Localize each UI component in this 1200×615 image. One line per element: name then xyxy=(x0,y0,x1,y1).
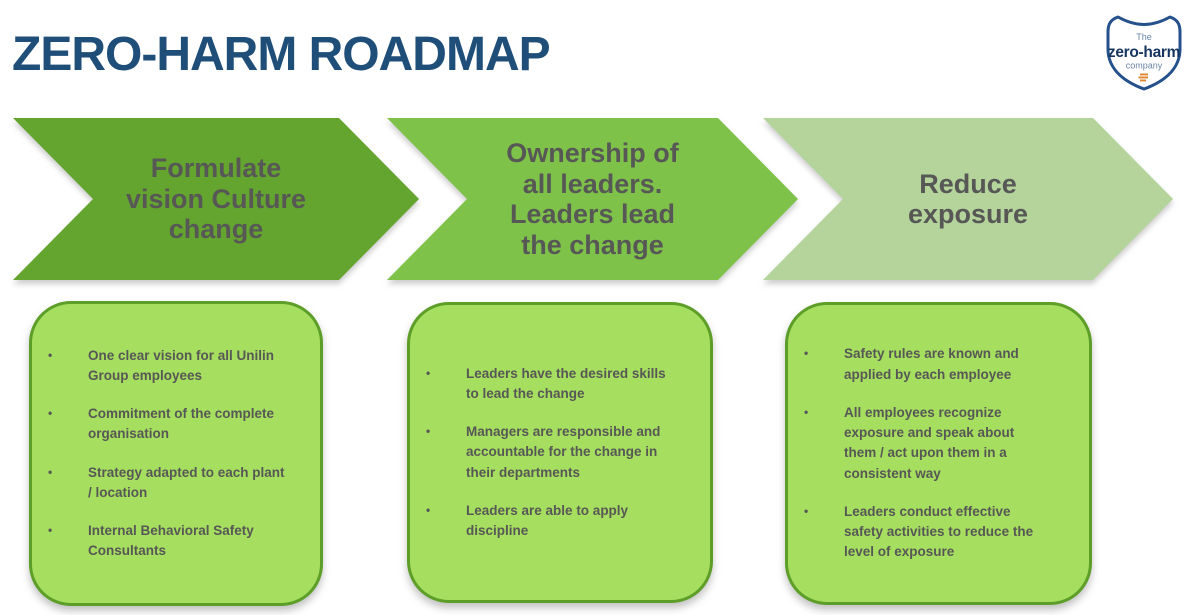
bullet-item: • Commitment of the complete organisation xyxy=(44,404,316,445)
bullet-item: • All employees recognize exposure and sp… xyxy=(800,403,1085,484)
bullet-dot-icon: • xyxy=(48,406,53,420)
bullet-item: • Safety rules are known and applied by e… xyxy=(800,344,1085,385)
bullet-text: Leaders conduct effective safety activit… xyxy=(844,503,1034,560)
bullet-item: • Leaders conduct effective safety activi… xyxy=(800,502,1085,563)
bullet-item: • One clear vision for all Unilin Group e… xyxy=(44,346,316,387)
bullet-text: Internal Behavioral Safety Consultants xyxy=(88,523,254,559)
detail-box-2: • Leaders have the desired skills to lead… xyxy=(407,302,713,603)
bullet-dot-icon: • xyxy=(804,346,809,361)
roadmap-arrow-1: Formulate vision Culture change xyxy=(13,118,419,280)
bullet-dot-icon: • xyxy=(426,424,431,439)
bullet-item: • Leaders have the desired skills to lead… xyxy=(422,364,706,405)
bullet-text: Leaders are able to apply discipline xyxy=(466,502,629,539)
bullet-list-1: • One clear vision for all Unilin Group e… xyxy=(32,346,320,562)
bullet-dot-icon: • xyxy=(48,347,53,362)
bullet-dot-icon: • xyxy=(48,523,53,537)
arrow-1-label: Formulate vision Culture change xyxy=(125,153,307,245)
bullet-dot-icon: • xyxy=(426,502,431,517)
logo-accent-icon xyxy=(1138,73,1148,82)
bullet-dot-icon: • xyxy=(804,404,809,419)
bullet-text: Leaders have the desired skills to lead … xyxy=(466,365,666,401)
bullet-dot-icon: • xyxy=(48,464,53,479)
zero-harm-company-logo: The zero-harm company xyxy=(1100,6,1188,94)
bullet-item: • Strategy adapted to each plant / locati… xyxy=(44,463,316,504)
bullet-text: Safety rules are known and applied by ea… xyxy=(844,346,1019,382)
bullet-text: Managers are responsible and accountable… xyxy=(466,424,661,480)
bullet-list-3: • Safety rules are known and applied by e… xyxy=(788,344,1089,562)
detail-box-1: • One clear vision for all Unilin Group e… xyxy=(29,301,323,606)
bullet-dot-icon: • xyxy=(426,365,431,380)
bullet-item: • Leaders are able to apply discipline xyxy=(422,501,706,542)
arrow-shape-2: Ownership of all leaders. Leaders lead t… xyxy=(387,118,798,280)
roadmap-arrow-3: Reduce exposure xyxy=(763,118,1173,280)
roadmap-arrow-2: Ownership of all leaders. Leaders lead t… xyxy=(387,118,798,280)
detail-box-3: • Safety rules are known and applied by e… xyxy=(785,302,1092,605)
arrow-2-label: Ownership of all leaders. Leaders lead t… xyxy=(506,138,679,260)
bullet-dot-icon: • xyxy=(804,503,809,518)
bullet-text: All employees recognize exposure and spe… xyxy=(844,404,1015,481)
bullet-item: • Managers are responsible and accountabl… xyxy=(422,422,706,483)
bullet-list-2: • Leaders have the desired skills to lead… xyxy=(410,364,710,542)
bullet-text: One clear vision for all Unilin Group em… xyxy=(88,347,275,383)
arrow-shape-3: Reduce exposure xyxy=(763,118,1173,280)
page-title: ZERO-HARM ROADMAP xyxy=(12,28,551,81)
bullet-item: • Internal Behavioral Safety Consultants xyxy=(44,521,316,562)
shield-outline xyxy=(1106,15,1182,91)
logo-bottom-word: company xyxy=(1126,61,1163,71)
logo-name: zero-harm xyxy=(1108,44,1180,61)
bullet-text: Strategy adapted to each plant / locatio… xyxy=(88,464,285,500)
shield-icon: The zero-harm company xyxy=(1106,15,1182,91)
bullet-text: Commitment of the complete organisation xyxy=(88,406,275,442)
logo-top-word: The xyxy=(1136,32,1152,42)
arrow-3-label: Reduce exposure xyxy=(907,168,1029,229)
arrow-shape-1: Formulate vision Culture change xyxy=(13,118,419,280)
